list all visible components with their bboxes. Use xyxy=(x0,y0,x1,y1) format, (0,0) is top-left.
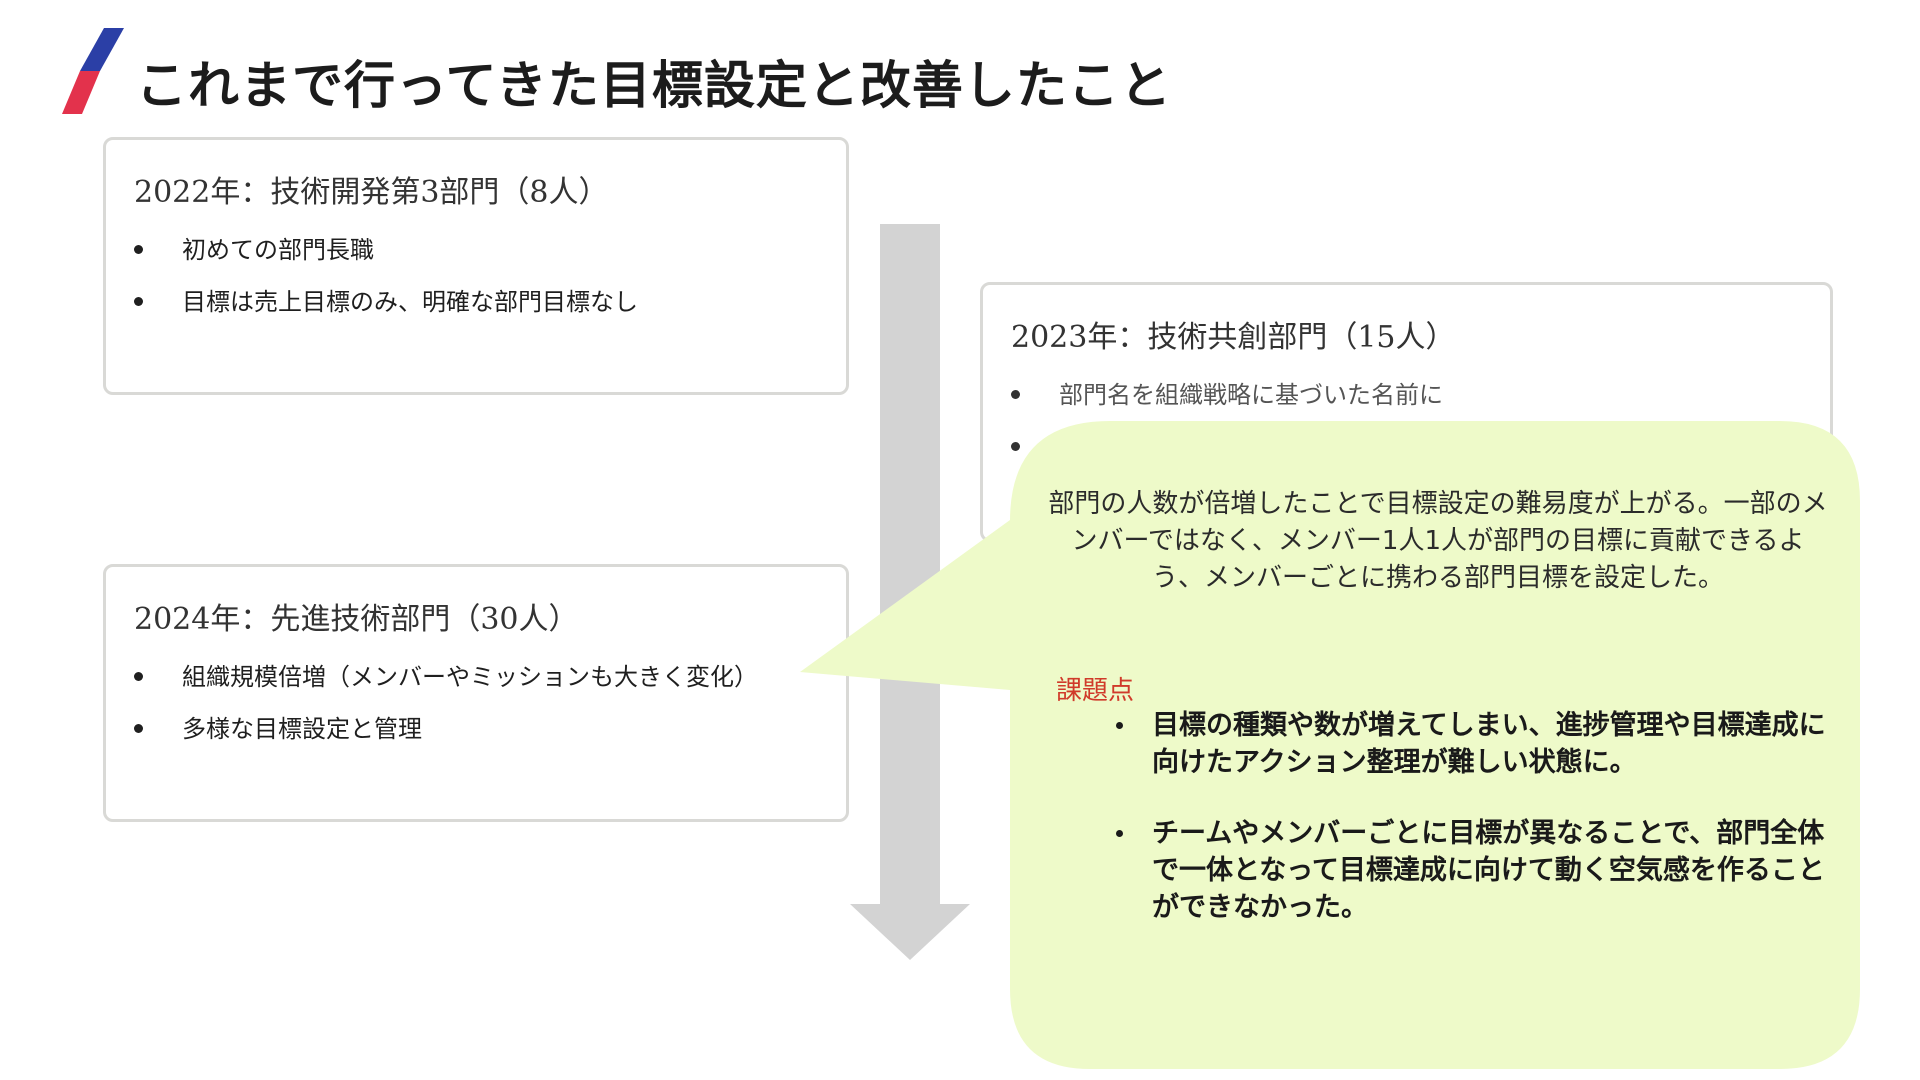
list-item-text: 部門名を組織戦略に基づいた名前に xyxy=(1059,381,1443,409)
card-2022-title: 2022年：技術開発第3部門（8人） xyxy=(134,175,609,210)
card-2024-list: 組織規模倍増（メンバーやミッションも大きく変化） 多様な目標設定と管理 xyxy=(106,651,758,755)
list-item: 多様な目標設定と管理 xyxy=(106,703,758,755)
list-item-text: 目標は売上目標のみ、明確な部門目標なし xyxy=(182,288,638,316)
issue-text: チームやメンバーごとに目標が異なることで、部門全体で一体となって目標達成に向けて… xyxy=(1152,818,1825,923)
issue-item: チームやメンバーごとに目標が異なることで、部門全体で一体となって目標達成に向けて… xyxy=(1100,815,1840,926)
card-2024: 2024年：先進技術部門（30人） 組織規模倍増（メンバーやミッションも大きく変… xyxy=(103,564,849,822)
list-item-text: 多様な目標設定と管理 xyxy=(182,715,422,743)
bullet-icon xyxy=(134,724,143,733)
bullet-icon xyxy=(1116,722,1123,729)
issue-item: 目標の種類や数が増えてしまい、進捗管理や目標達成に向けたアクション整理が難しい状… xyxy=(1100,707,1840,781)
issue-label: 課題点 xyxy=(1056,676,1135,706)
list-item-text: 組織規模倍増（メンバーやミッションも大きく変化） xyxy=(182,663,758,691)
list-item: 初めての部門長職 xyxy=(106,224,638,276)
title-accent-slash xyxy=(62,28,124,114)
page-title: これまで行ってきた目標設定と改善したこと xyxy=(136,57,1172,116)
list-item-text: 初めての部門長職 xyxy=(182,236,374,264)
bullet-icon xyxy=(134,245,143,254)
card-2024-title: 2024年：先進技術部門（30人） xyxy=(134,602,579,637)
timeline-arrow xyxy=(850,224,970,960)
list-item: 部門名を組織戦略に基づいた名前に xyxy=(983,369,1443,421)
list-item: 組織規模倍増（メンバーやミッションも大きく変化） xyxy=(106,651,758,703)
bullet-icon xyxy=(1011,390,1020,399)
issue-list: 目標の種類や数が増えてしまい、進捗管理や目標達成に向けたアクション整理が難しい状… xyxy=(1100,707,1840,960)
list-item: 目標は売上目標のみ、明確な部門目標なし xyxy=(106,276,638,328)
card-2023-title: 2023年：技術共創部門（15人） xyxy=(1011,320,1456,355)
card-2022-list: 初めての部門長職 目標は売上目標のみ、明確な部門目標なし xyxy=(106,224,638,328)
bullet-icon xyxy=(1011,442,1020,451)
callout-text: 部門の人数が倍増したことで目標設定の難易度が上がる。一部のメンバーではなく、メン… xyxy=(1048,489,1828,593)
bullet-icon xyxy=(134,297,143,306)
bullet-icon xyxy=(1116,830,1123,837)
bullet-icon xyxy=(134,672,143,681)
issue-text: 目標の種類や数が増えてしまい、進捗管理や目標達成に向けたアクション整理が難しい状… xyxy=(1152,710,1826,778)
card-2023-list: 部門名を組織戦略に基づいた名前に xyxy=(983,369,1443,451)
card-2022: 2022年：技術開発第3部門（8人） 初めての部門長職 目標は売上目標のみ、明確… xyxy=(103,137,849,395)
